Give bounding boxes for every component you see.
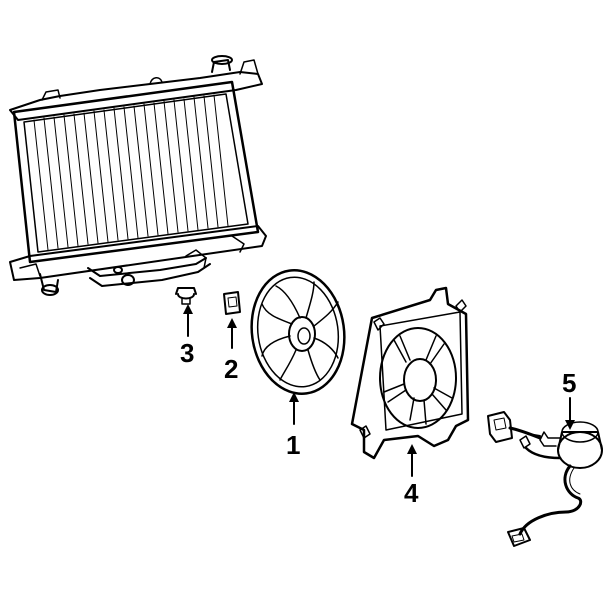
grommet-part	[175, 287, 197, 305]
callout-1-label: 1	[286, 430, 300, 460]
callout-5-arrow	[565, 397, 575, 430]
callout-5-label: 5	[562, 368, 576, 398]
fan-shroud-part	[350, 286, 470, 460]
callout-3-label: 3	[180, 338, 194, 368]
fan-blade-part	[250, 269, 346, 395]
callout-4-arrow	[407, 444, 417, 477]
bracket-clip-part	[223, 291, 241, 315]
fan-motor-part	[487, 411, 603, 547]
radiator	[9, 55, 267, 296]
radiator-fins	[33, 94, 229, 251]
callout-2-label: 2	[224, 354, 238, 384]
callout-1-arrow	[289, 392, 299, 425]
callout-3-arrow	[183, 304, 193, 337]
callout-2-arrow	[227, 318, 237, 349]
callout-4-label: 4	[404, 478, 419, 508]
